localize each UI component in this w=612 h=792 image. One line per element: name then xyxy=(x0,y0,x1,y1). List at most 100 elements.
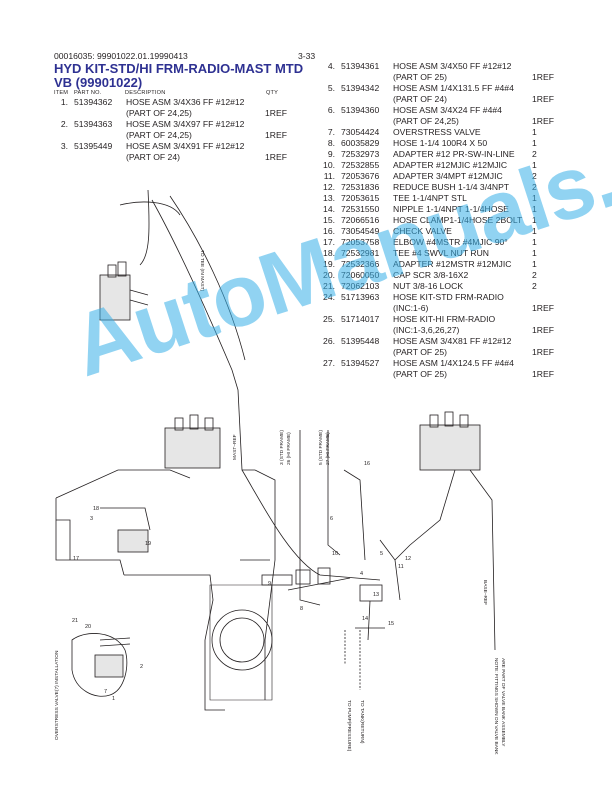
part-qty: 1 xyxy=(532,160,537,170)
callout-number: 9 xyxy=(268,581,271,587)
part-note: (PART OF 25) xyxy=(393,347,447,357)
part-description: ADAPTER #12 PR-SW-IN-LINE xyxy=(393,149,515,159)
item-number: 21. xyxy=(323,281,335,291)
fitting-adapter xyxy=(261,574,293,586)
part-row-continued: (PART OF 24,25)1REF xyxy=(393,116,554,127)
part-qty: 1REF xyxy=(265,130,287,140)
item-number: 26. xyxy=(323,336,335,346)
part-note: (PART OF 25) xyxy=(393,369,447,379)
part-row-continued: (PART OF 25)1REF xyxy=(393,72,554,83)
part-note: (PART OF 24) xyxy=(393,94,447,104)
part-qty: 1REF xyxy=(265,108,287,118)
part-description: ELBOW #4MSTR #4MJIC 90° xyxy=(393,237,508,247)
part-number: 51394360 xyxy=(341,105,380,115)
col-description: DESCRIPTION xyxy=(125,90,166,96)
part-number: 72062103 xyxy=(341,281,380,291)
part-description: HOSE ASM 3/4X36 FF #12#12 xyxy=(126,97,245,107)
item-number: 2. xyxy=(60,119,68,129)
label-hi-frame-2: 27 (HI FRAME) xyxy=(325,432,331,465)
part-description: ADAPTER #12MSTR #12MJIC xyxy=(393,259,512,269)
part-number: 72532973 xyxy=(341,149,380,159)
part-number: 60035829 xyxy=(341,138,380,148)
item-number: 11. xyxy=(323,171,335,181)
overstress-valve-inset xyxy=(94,654,124,678)
callout-number: 19 xyxy=(145,541,151,547)
part-qty: 1 xyxy=(532,204,537,214)
callout-number: 21 xyxy=(72,618,78,624)
part-qty: 1 xyxy=(532,237,537,247)
part-description: ADAPTER #12MJIC #12MJIC xyxy=(393,160,508,170)
label-to-pump: TO PUMP(PRESSURE) xyxy=(346,700,352,752)
part-number: 73054424 xyxy=(341,127,380,137)
part-number: 72053758 xyxy=(341,237,380,247)
item-number: 3. xyxy=(60,141,68,151)
part-qty: 2 xyxy=(532,182,537,192)
part-row-continued: (INC:1-3,6,26,27) 1REF xyxy=(393,325,554,336)
item-number: 8. xyxy=(327,138,335,148)
item-number: 18. xyxy=(323,248,335,258)
item-number: 25. xyxy=(323,314,335,324)
part-row-continued: (PART OF 25)1REF xyxy=(393,347,554,358)
part-number: 72053615 xyxy=(341,193,380,203)
part-description: REDUCE BUSH 1-1/4 3/4NPT xyxy=(393,182,510,192)
callout-number: 2 xyxy=(140,664,143,670)
part-number: 72066516 xyxy=(341,215,380,225)
label-to-tank: TO TANK(RETURN) xyxy=(359,700,365,744)
label-overstress-installation: OVERSTRESS VALVE(7) INSTALLATION xyxy=(54,650,60,740)
part-description: ADAPTER 3/4MPT #12MJIC xyxy=(393,171,503,181)
part-description: HOSE CLAMP1-1/4HOSE 2BOLT xyxy=(393,215,523,225)
part-qty: 2 xyxy=(532,171,537,181)
callout-number: 1 xyxy=(112,696,115,702)
part-number: 51395449 xyxy=(74,141,113,151)
part-qty: 1REF xyxy=(532,369,554,379)
part-qty: 1 xyxy=(532,193,537,203)
item-number: 19. xyxy=(323,259,335,269)
part-row-continued: (PART OF 24)1REF xyxy=(393,94,554,105)
part-qty: 1REF xyxy=(532,325,554,335)
part-number: 51713963 xyxy=(341,292,380,302)
part-note: (INC:1-3,6,26,27) xyxy=(393,325,460,335)
item-number: 14. xyxy=(323,204,335,214)
label-to-tee: TO TEE (IN MAST) xyxy=(199,250,205,292)
part-qty: 1 xyxy=(532,259,537,269)
part-qty: 1 xyxy=(532,226,537,236)
label-std-frame: 3 (STD FRAME) xyxy=(279,430,285,465)
part-qty: 1REF xyxy=(532,72,554,82)
hose-line xyxy=(169,195,246,361)
callout-number: 15 xyxy=(388,621,394,627)
part-note: (INC:1-6) xyxy=(393,303,429,313)
callout-number: 3 xyxy=(90,516,93,522)
page-title: HYD KIT-STD/HI FRM-RADIO-MAST MTD VB (99… xyxy=(54,61,304,90)
callout-number: 6 xyxy=(330,516,333,522)
part-description: HOSE ASM 3/4X50 FF #12#12 xyxy=(393,61,512,71)
part-note: (PART OF 24,25) xyxy=(393,116,459,126)
part-number: 72532855 xyxy=(341,160,380,170)
callout-number: 11 xyxy=(398,564,404,570)
item-number: 24. xyxy=(323,292,335,302)
callout-number: 20 xyxy=(85,624,91,630)
callout-number: 12 xyxy=(405,556,411,562)
label-base-ref: BASE–REF xyxy=(482,580,488,605)
callout-number: 14 xyxy=(362,616,368,622)
part-description: HOSE 1-1/4 100R4 X 50 xyxy=(393,138,488,148)
part-number: 72532981 xyxy=(341,248,380,258)
part-description: HOSE ASM 3/4X97 FF #12#12 xyxy=(126,119,245,129)
part-number: 51714017 xyxy=(341,314,380,324)
part-description: OVERSTRESS VALVE xyxy=(393,127,481,137)
part-description: NUT 3/8-16 LOCK xyxy=(393,281,464,291)
item-number: 9. xyxy=(327,149,335,159)
item-number: 10. xyxy=(323,160,335,170)
